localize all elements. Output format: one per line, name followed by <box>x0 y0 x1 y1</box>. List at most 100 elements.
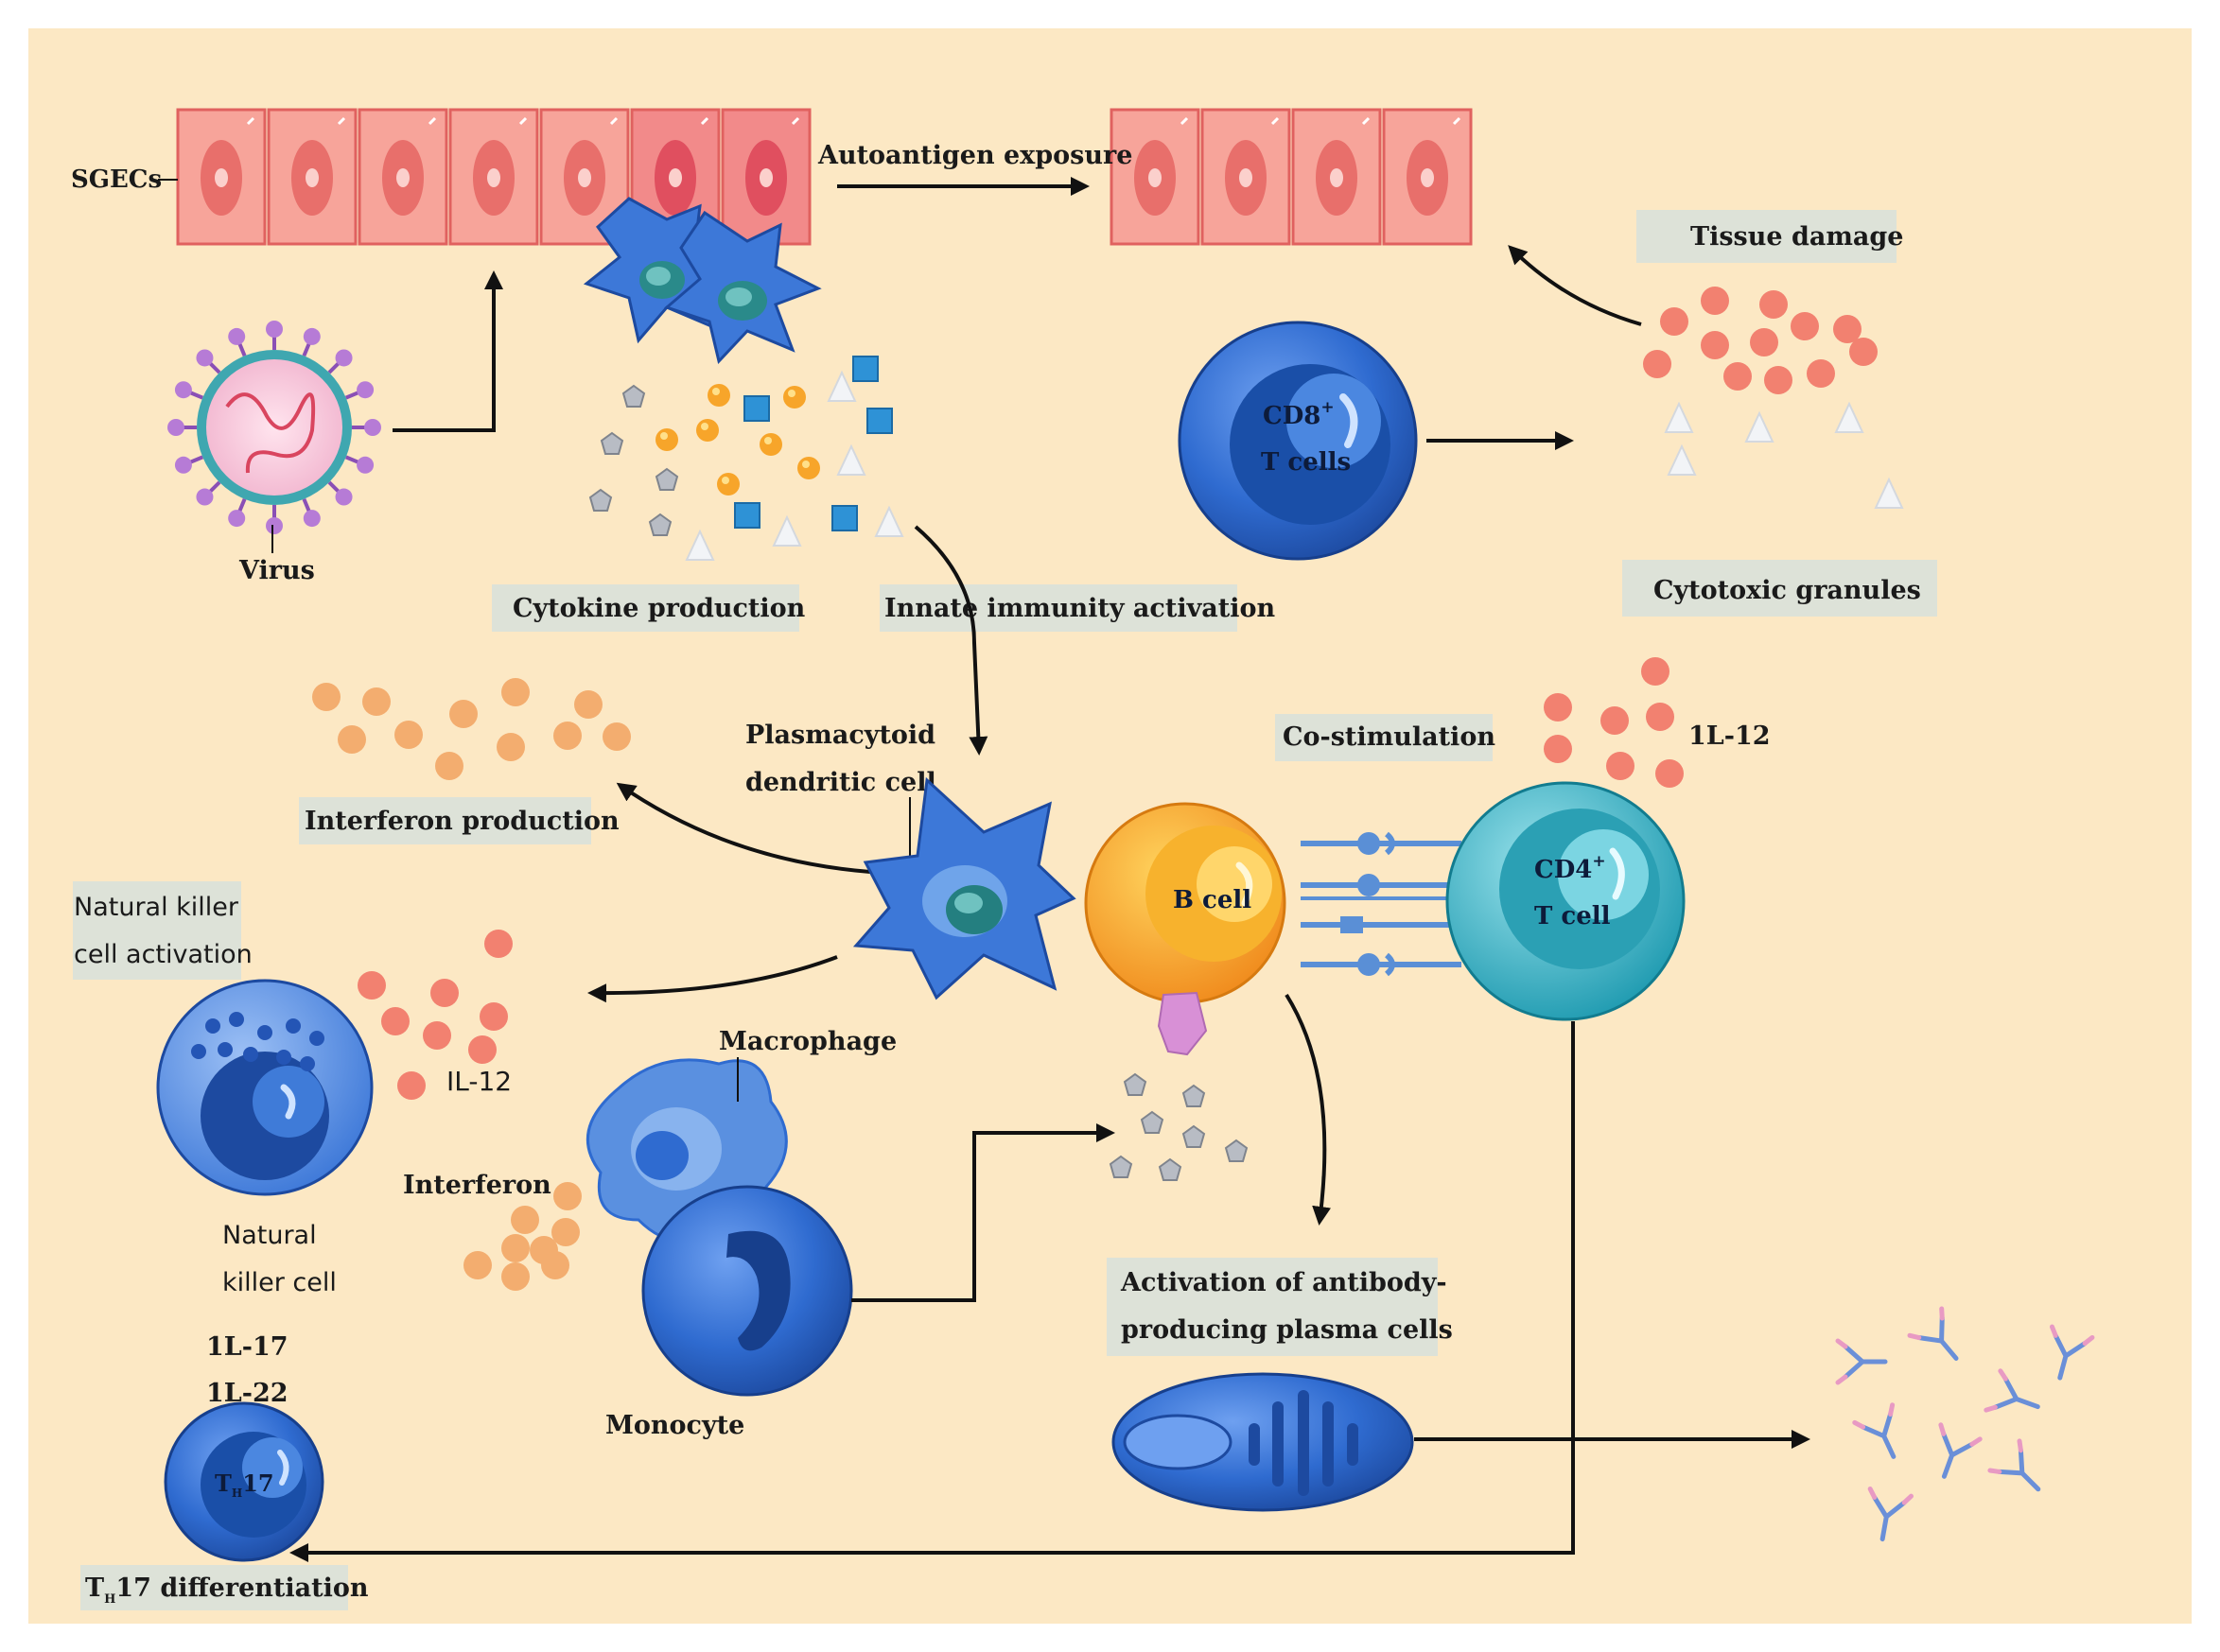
il12-top-label: 1L-12 <box>1688 722 1771 751</box>
interferon-particle <box>574 690 603 719</box>
cd8-label: CD8+ <box>1263 398 1335 430</box>
damage-particle <box>1723 362 1752 391</box>
dendritic-cells-top-icon <box>583 197 822 365</box>
granule-dot <box>276 1050 291 1065</box>
epithelial-cell <box>1110 108 1200 246</box>
interferon-production-box <box>299 797 591 844</box>
il12-nk-label: IL-12 <box>446 1066 512 1097</box>
virus-label: Virus <box>238 556 315 585</box>
interferon-particle <box>553 722 582 750</box>
damage-particle <box>1849 338 1878 366</box>
il12-particle <box>430 979 459 1007</box>
nk-activation-line2: cell activation <box>74 940 253 969</box>
monocyte-label: Monocyte <box>605 1411 744 1440</box>
blue-cytokine <box>866 408 893 434</box>
orange-cytokine <box>760 433 782 456</box>
damage-particle <box>1807 359 1835 388</box>
interferon-particle <box>501 1234 530 1262</box>
innate-immunity-box <box>880 584 1237 632</box>
il12-particle <box>1600 706 1629 735</box>
natural-killer-cell-icon <box>156 979 374 1196</box>
co-stimulation-receptors-icon <box>1301 831 1461 977</box>
monocyte-icon <box>641 1185 853 1397</box>
il12-particle <box>1544 693 1572 722</box>
epithelial-cell <box>1382 108 1473 246</box>
pdc-label-line1: Plasmacytoid <box>745 721 935 750</box>
il12-particle <box>1641 657 1669 686</box>
il12-particle <box>480 1002 508 1031</box>
interferon-particle <box>463 1251 492 1279</box>
interferon-particle <box>541 1251 569 1279</box>
il12-particle <box>381 1007 410 1035</box>
interferon-particle <box>551 1218 580 1246</box>
interferon-particle <box>511 1206 539 1234</box>
blue-cytokine <box>743 395 770 422</box>
orange-cytokine <box>656 428 678 451</box>
il12-particle <box>468 1035 497 1064</box>
nk-cell-label-line1: Natural <box>222 1221 317 1250</box>
cd4-label: CD4+ <box>1534 852 1606 884</box>
plasma-cell-icon <box>1111 1372 1414 1512</box>
damage-particle <box>1791 312 1819 340</box>
sgecs-label: SGECs <box>71 165 162 194</box>
sgec-epithelium-right <box>1110 108 1473 246</box>
b-cell-label: B cell <box>1173 886 1251 914</box>
co-stimulation-box <box>1275 714 1493 761</box>
granule-dot <box>191 1044 206 1059</box>
interferon-particle <box>497 733 525 761</box>
innate-immunity-label: Innate immunity activation <box>884 594 1275 623</box>
cd8-t-cell-icon <box>1178 321 1418 561</box>
virus-icon <box>167 321 381 553</box>
cytokine-production-label: Cytokine production <box>513 594 806 623</box>
epithelial-cell <box>267 108 358 246</box>
damage-particle <box>1701 287 1729 315</box>
interferon-particle <box>362 687 391 716</box>
damage-particle <box>1759 290 1788 319</box>
granule-dot <box>229 1012 244 1027</box>
granule-dot <box>218 1042 233 1057</box>
nk-cell-label-line2: killer cell <box>222 1268 337 1297</box>
orange-cytokine <box>696 419 719 442</box>
orange-cytokine <box>797 457 820 479</box>
plasma-activation-line2: producing plasma cells <box>1121 1315 1453 1345</box>
tissue-damage-label: Tissue damage <box>1690 222 1903 252</box>
il17-label: 1L-17 <box>206 1332 288 1362</box>
cytotoxic-granules-box <box>1622 560 1937 617</box>
plasma-activation-line1: Activation of antibody- <box>1120 1268 1447 1297</box>
il12-particle <box>1606 752 1634 780</box>
granule-dot <box>243 1047 258 1062</box>
il12-particle <box>1544 735 1572 763</box>
tissue-damage-arrow <box>1508 245 1642 326</box>
orange-cytokine <box>708 384 730 407</box>
pdc-label-line2: dendritic cell <box>745 768 936 797</box>
nk-activation-box <box>73 881 241 980</box>
blue-cytokine <box>852 356 879 382</box>
orange-cytokine <box>717 473 740 496</box>
cd4-t-cell-label: T cell <box>1534 902 1611 930</box>
epithelial-cell <box>1200 108 1291 246</box>
epithelial-cell <box>721 108 812 246</box>
cytotoxic-granules-label: Cytotoxic granules <box>1653 576 1921 605</box>
epithelial-cell <box>176 108 267 246</box>
interferon-particle <box>338 725 366 754</box>
damage-particle <box>1660 307 1688 336</box>
plasma-activation-box <box>1107 1258 1438 1356</box>
interferon-particle <box>553 1182 582 1210</box>
th17-differentiation-box <box>80 1565 348 1610</box>
sgec-epithelium-left <box>176 108 812 246</box>
il12-particle <box>484 930 513 958</box>
blue-cytokine <box>831 505 858 531</box>
cd4-to-th17-arrow <box>289 1021 1575 1562</box>
epithelial-cell <box>539 108 630 246</box>
epithelial-cell <box>358 108 448 246</box>
interferon-particle <box>501 678 530 706</box>
co-stimulation-label: Co-stimulation <box>1283 722 1495 752</box>
monocyte-to-cytokines-arrow <box>851 1123 1115 1302</box>
autoantigen-exposure-label: Autoantigen exposure <box>817 141 1132 170</box>
cd8-t-cells-label: T cells <box>1261 448 1351 477</box>
damage-particle <box>1764 366 1792 394</box>
granule-dot <box>286 1018 301 1034</box>
il12-particle <box>1655 759 1684 788</box>
macrophage-label: Macrophage <box>719 1027 897 1056</box>
